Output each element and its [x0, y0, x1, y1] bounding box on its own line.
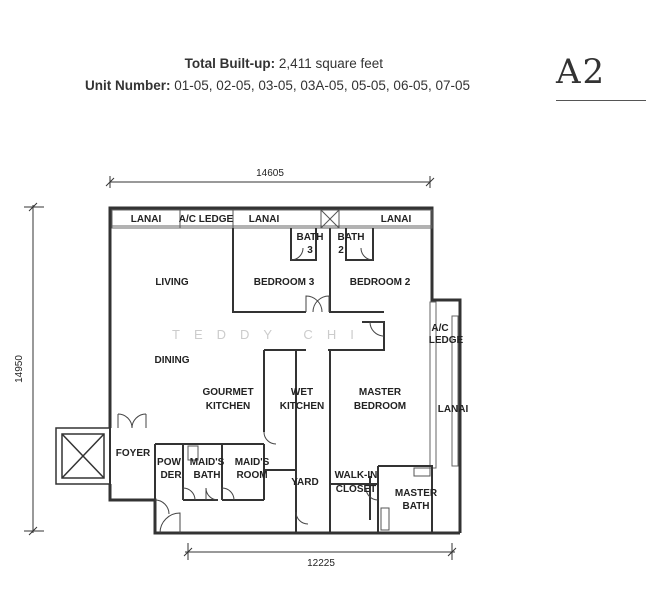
room-maids-room-line2: ROOM [236, 470, 267, 481]
room-maids-bath-line2: BATH [193, 470, 220, 481]
room-gourmet-line1: GOURMET [202, 387, 253, 398]
room-bath-3-line2: 3 [307, 245, 313, 256]
lift-shaft [55, 427, 111, 485]
room-yard: YARD [291, 477, 318, 488]
room-foyer: FOYER [116, 448, 151, 459]
ac-ledge-1-box [179, 210, 234, 228]
room-ac-ledge-2-line1: A/C [431, 323, 448, 334]
unit-number-value: 01-05, 02-05, 03-05, 03A-05, 05-05, 06-0… [174, 78, 470, 93]
room-maids-bath-line1: MAID'S [190, 457, 225, 468]
room-bath-2-line1: BATH [337, 232, 364, 243]
room-lanai-4: LANAI [438, 404, 469, 415]
room-maids-room-line1: MAID'S [235, 457, 270, 468]
watermark: TEDDY CHI [172, 327, 368, 342]
room-wet-kitchen-line2: KITCHEN [280, 401, 324, 412]
room-powder-line1: POW [157, 457, 181, 468]
exterior-walls [108, 206, 462, 535]
room-bedroom-3: BEDROOM 3 [254, 277, 315, 288]
built-up-label: Total Built-up: [184, 56, 276, 71]
dimension-top: 14605 [256, 168, 284, 179]
unit-type-code: A2 [556, 52, 607, 92]
total-built-up: Total Built-up: 2,411 square feet [0, 56, 383, 71]
doors [117, 247, 385, 534]
room-dining: DINING [155, 355, 190, 366]
room-lanai-1: LANAI [131, 214, 162, 225]
room-gourmet-line2: KITCHEN [206, 401, 250, 412]
room-master-bath-line1: MASTER [395, 488, 438, 499]
room-walkin-closet-line1: WALK-IN [335, 470, 378, 481]
room-bedroom-2: BEDROOM 2 [350, 277, 411, 288]
room-walkin-closet-line2: CLOSET [336, 484, 377, 495]
dimension-left: 14950 [14, 355, 25, 383]
room-powder-line2: DER [160, 470, 182, 481]
built-up-value: 2,411 square feet [278, 56, 383, 71]
room-lanai-2: LANAI [249, 214, 280, 225]
dimension-bottom: 12225 [307, 558, 335, 569]
lanai-railings [111, 209, 459, 469]
unit-numbers: Unit Number: 01-05, 02-05, 03-05, 03A-05… [0, 78, 470, 93]
room-master-bedroom-line1: MASTER [359, 387, 402, 398]
unit-type-underline [556, 100, 646, 101]
unit-number-label: Unit Number: [85, 78, 171, 93]
room-wet-kitchen-line1: WET [291, 387, 313, 398]
room-living: LIVING [155, 277, 189, 288]
room-bath-2-line2: 2 [338, 245, 344, 256]
bath-fixtures [187, 209, 431, 531]
interior-walls [109, 228, 433, 533]
room-master-bedroom-line2: BEDROOM [354, 401, 406, 412]
room-bath-3-line1: BATH [296, 232, 323, 243]
room-ac-ledge-1: A/C LEDGE [179, 214, 234, 225]
dimension-lines [24, 176, 457, 560]
room-master-bath-line2: BATH [402, 501, 429, 512]
room-lanai-3: LANAI [381, 214, 412, 225]
room-ac-ledge-2-line2: LEDGE [429, 335, 464, 346]
